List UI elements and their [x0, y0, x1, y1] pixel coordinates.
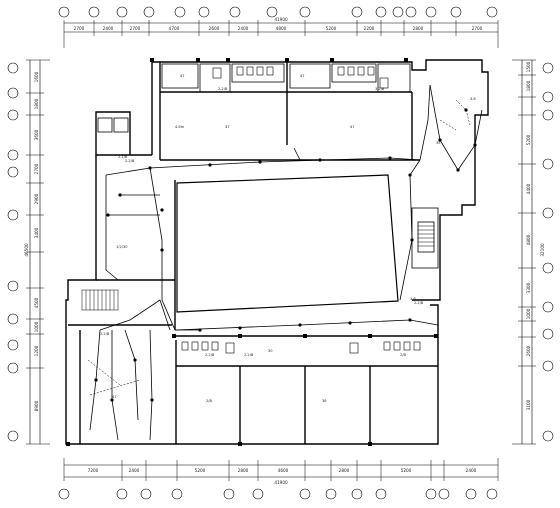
right-dim-7: 1000: [526, 308, 531, 319]
room-top-1: 47: [180, 74, 185, 78]
top-dim-3: 2700: [130, 26, 141, 31]
building-walls: [65, 59, 489, 445]
bottom-dim-2: 2400: [129, 468, 140, 473]
right-axis-bubbles: [542, 62, 554, 442]
bottom-dim-3: 5200: [195, 468, 206, 473]
room-small-4: 3.6: [470, 97, 476, 101]
top-dimension-chain: [63, 20, 499, 48]
panel-label-5: 2.2/B: [100, 332, 110, 336]
right-dim-8: 2600: [526, 345, 531, 356]
panel-label-2: 2.2/B: [244, 353, 254, 357]
room-top-3: 37: [225, 125, 230, 129]
top-service-rooms: [97, 63, 439, 269]
panel-label-3: 2.2/B: [125, 159, 135, 163]
left-dim-5: 2900: [34, 193, 39, 204]
right-dim-6: 3300: [526, 282, 531, 293]
right-dim-9: 3100: [526, 399, 531, 410]
stair-east: [418, 225, 434, 247]
top-dim-7: 4800: [276, 26, 287, 31]
left-dim-3: 3600: [34, 129, 39, 140]
left-dim-4: 2700: [34, 163, 39, 174]
bottom-axis-bubbles: [58, 488, 498, 500]
left-dimension-chain: [26, 59, 50, 445]
panel-label-1: 2.2/B: [205, 353, 215, 357]
room-bottom-2: 2/B: [206, 399, 212, 403]
room-bottom-4: 36: [322, 399, 327, 403]
bottom-dim-1: 7200: [88, 468, 99, 473]
room-left-2: 2.1/B: [118, 155, 128, 159]
left-dim-6: 3400: [34, 227, 39, 238]
top-dim-11: 2700: [472, 26, 483, 31]
room-bottom-3: 30: [268, 349, 273, 353]
right-dim-2: 1800: [526, 80, 531, 91]
structural-columns: [66, 58, 438, 446]
top-dim-8: 5200: [326, 26, 337, 31]
bottom-dim-5: 4600: [278, 468, 289, 473]
room-top-2: 47: [300, 74, 305, 78]
top-axis-bubbles: [58, 6, 498, 18]
bottom-dim-6: 2800: [339, 468, 350, 473]
right-dim-1: 1500: [526, 61, 531, 72]
left-dim-8: 1000: [34, 321, 39, 332]
top-dim-4: 4700: [169, 26, 180, 31]
room-left-1: 1/2/30: [116, 245, 128, 249]
left-dim-2: 1800: [34, 98, 39, 109]
stair-west: [81, 289, 119, 311]
left-dim-10: 8900: [34, 400, 39, 411]
left-dim-total: 46500: [24, 243, 29, 257]
bottom-dim-4: 2800: [238, 468, 249, 473]
room-top-4: 47: [350, 125, 355, 129]
left-dim-7: 4500: [34, 297, 39, 308]
room-labels: 47 47 37 47 35 4.6m 2.2/B 3.2/B 3.6 1/2/…: [100, 74, 476, 403]
right-dimension-chain: [512, 59, 536, 445]
room-small-1: 4.6m: [175, 125, 185, 129]
light-fixtures: [94, 108, 477, 402]
right-dim-3: 5200: [526, 134, 531, 145]
top-dim-2: 2400: [103, 26, 114, 31]
top-dim-5: 2600: [209, 26, 220, 31]
right-dim-total: 32100: [540, 243, 545, 257]
right-dimension-text: 1500 1800 5200 4400 4800 3300 1000 2600 …: [526, 61, 545, 410]
left-axis-bubbles: [7, 62, 19, 442]
room-small-2: 2.2/B: [218, 87, 228, 91]
left-dim-1: 1600: [34, 71, 39, 82]
right-dim-4: 4400: [526, 183, 531, 194]
left-dimension-text: 1600 1800 3600 2700 2900 3400 4500 1000 …: [24, 71, 39, 411]
panel-label-4: 2.2/B: [414, 301, 424, 305]
bottom-dimension-chain: [63, 458, 499, 481]
right-dim-5: 4800: [526, 234, 531, 245]
top-dim-1: 2700: [74, 26, 85, 31]
room-bottom-5: 2/B: [400, 353, 406, 357]
room-bottom-6: 3.6: [410, 297, 416, 301]
bottom-dim-8: 2400: [466, 468, 477, 473]
room-small-3: 3.2/B: [375, 87, 385, 91]
wiring-dashed: [87, 99, 471, 396]
bottom-dim-total: 41900: [274, 480, 288, 485]
bottom-dim-7: 5200: [401, 468, 412, 473]
left-dim-9: 1200: [34, 345, 39, 356]
top-dim-9: 2200: [364, 26, 375, 31]
wiring-circuits: [89, 84, 483, 441]
bottom-dimension-text: 7200 2400 5200 2800 4600 2800 5200 2400 …: [88, 468, 477, 485]
sanitary-fixtures: [181, 66, 421, 354]
top-dim-10: 2800: [413, 26, 424, 31]
top-dim-total: 41900: [274, 17, 288, 22]
room-bottom-1: 47: [112, 395, 117, 399]
room-top-5: 35: [436, 141, 441, 145]
top-dimension-text: 2700 2400 2700 4700 2600 2400 4800 5200 …: [74, 17, 483, 31]
top-dim-6: 2400: [238, 26, 249, 31]
